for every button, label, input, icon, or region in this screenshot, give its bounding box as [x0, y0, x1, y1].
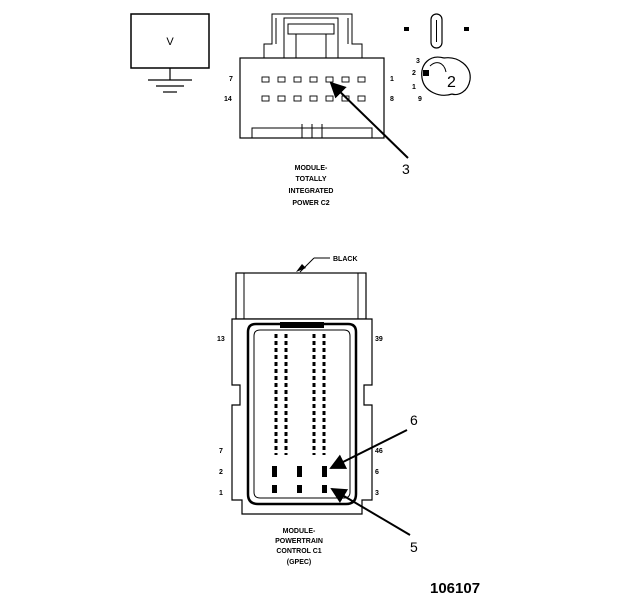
- c1-hood: [235, 272, 367, 320]
- callout-number: 3: [402, 161, 410, 177]
- c1-pin-label: 7: [219, 448, 223, 455]
- c2-cavities: [261, 76, 366, 102]
- probe-pin-label: 9: [418, 96, 422, 103]
- probe-pin-label: 3: [416, 58, 420, 65]
- c2-caption-line: POWER C2: [292, 200, 329, 207]
- c1-pin-label: 2: [219, 469, 223, 476]
- c1-pin-columns: [272, 334, 327, 493]
- c1-caption-line: CONTROL C1: [276, 548, 321, 555]
- c1-caption-line: (GPEC): [287, 559, 312, 566]
- c1-pin-label: 46: [375, 448, 383, 455]
- c2-pin-label: 7: [229, 76, 233, 83]
- voltmeter-label: V: [166, 36, 174, 48]
- c1-pin-label: 39: [375, 336, 383, 343]
- c2-caption-line: MODULE-: [295, 165, 328, 172]
- c1-pin-label: 6: [375, 469, 379, 476]
- probe-pin-label: 2: [412, 70, 416, 77]
- ground-symbol: [148, 68, 192, 93]
- probe-clip: [421, 56, 453, 96]
- connector-c2: 7 1 14 8 MODULE- TOTALLY INTEGRATED POWE…: [224, 13, 394, 207]
- connector-c1: BLACK 13 39 7 46 2 6 1 3: [217, 256, 383, 566]
- c1-pin-label: 1: [219, 490, 223, 497]
- figure-number: 106107: [430, 580, 480, 597]
- c1-caption-line: POWERTRAIN: [275, 538, 323, 545]
- callout-c2-pin: 3: [329, 81, 410, 177]
- c2-caption-line: INTEGRATED: [289, 188, 334, 195]
- c1-pin-label: 3: [375, 490, 379, 497]
- callout-number: 6: [410, 412, 418, 428]
- c2-pin-label: 8: [390, 96, 394, 103]
- probe-callout: 2: [447, 74, 456, 91]
- probe-detail: 2 3 2 1 9: [404, 13, 471, 103]
- c1-pin-label: 13: [217, 336, 225, 343]
- probe-pin-label: 1: [412, 84, 416, 91]
- c2-latch-housing: [263, 13, 363, 59]
- c1-color-label: BLACK: [333, 256, 358, 263]
- callout-c1-upper: 6: [329, 412, 418, 469]
- c1-caption-line: MODULE-: [283, 528, 316, 535]
- voltmeter-body: [130, 13, 210, 69]
- c2-caption-line: TOTALLY: [296, 176, 327, 183]
- c2-pin-label: 14: [224, 96, 232, 103]
- callout-c1-lower: 5: [330, 487, 418, 555]
- callout-number: 5: [410, 539, 418, 555]
- voltmeter: V: [130, 13, 210, 93]
- c2-pin-label: 1: [390, 76, 394, 83]
- c1-face: [246, 322, 358, 506]
- c1-body: [231, 318, 373, 515]
